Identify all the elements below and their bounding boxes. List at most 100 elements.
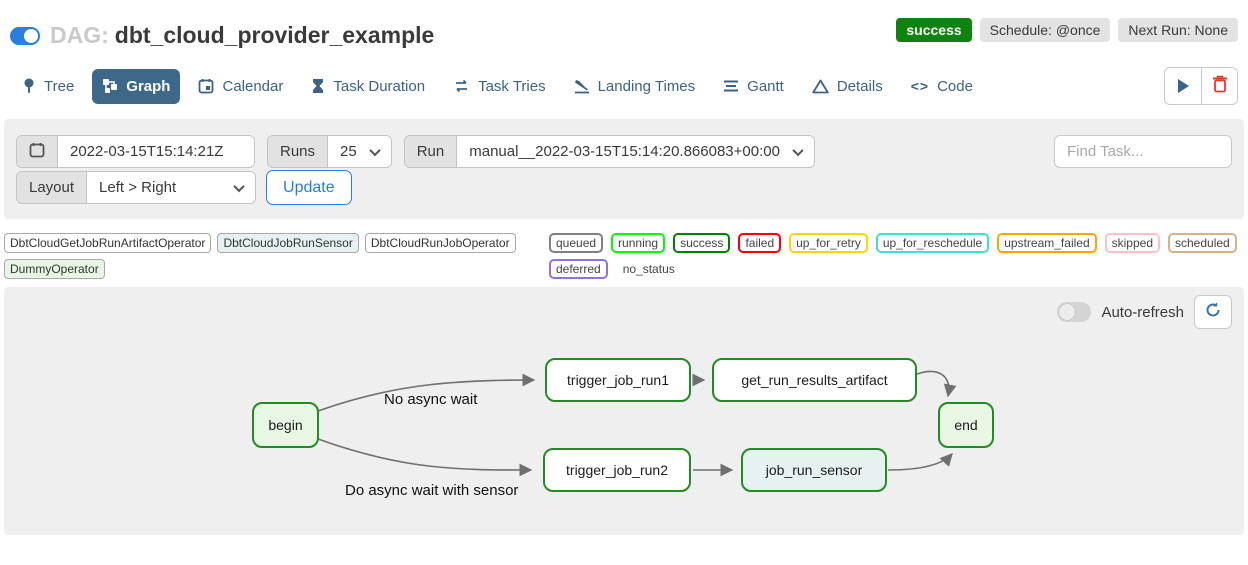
view-tabs: Tree Graph Calendar Task Duration Task T… bbox=[12, 68, 983, 104]
status-badge-deferred[interactable]: deferred bbox=[549, 259, 608, 279]
calendar-icon bbox=[198, 78, 214, 94]
run-value: manual__2022-03-15T15:14:20.866083+00:00 bbox=[469, 143, 780, 160]
run-label: Run bbox=[404, 136, 458, 167]
runs-group: Runs 25 bbox=[267, 135, 392, 168]
layout-group: Layout Left > Right bbox=[16, 171, 257, 204]
layout-value: Left > Right bbox=[99, 179, 177, 196]
edge-begin-to-trigger1 bbox=[317, 373, 536, 412]
refresh-button[interactable] bbox=[1194, 295, 1232, 329]
tab-label: Task Tries bbox=[478, 77, 546, 95]
page-title: DAG:dbt_cloud_provider_example bbox=[50, 22, 434, 49]
repeat-icon bbox=[453, 78, 470, 94]
status-badge-queued[interactable]: queued bbox=[549, 233, 604, 253]
edge-artifact-to-end bbox=[916, 370, 957, 398]
status-badge-success[interactable]: success bbox=[673, 233, 731, 253]
task-node-trigger-job-run1[interactable]: trigger_job_run1 bbox=[545, 358, 691, 402]
plane-landing-icon bbox=[574, 78, 590, 94]
run-group: Run manual__2022-03-15T15:14:20.866083+0… bbox=[403, 135, 815, 168]
triangle-icon bbox=[812, 79, 829, 94]
hourglass-icon bbox=[311, 78, 325, 94]
tab-label: Details bbox=[836, 77, 883, 95]
toggle-knob bbox=[24, 28, 38, 43]
tab-gantt[interactable]: Gantt bbox=[713, 69, 794, 104]
calendar-icon bbox=[29, 142, 45, 162]
find-task-input[interactable] bbox=[1054, 135, 1232, 168]
pin-icon bbox=[22, 78, 36, 94]
status-badge-scheduled[interactable]: scheduled bbox=[1168, 233, 1237, 253]
header-badges: success Schedule: @once Next Run: None bbox=[896, 17, 1238, 42]
task-node-begin[interactable]: begin bbox=[252, 402, 319, 448]
update-button[interactable]: Update bbox=[266, 170, 352, 205]
toggle-knob bbox=[1059, 304, 1076, 320]
status-badge-up-for-reschedule[interactable]: up_for_reschedule bbox=[875, 233, 990, 253]
tab-label: Landing Times bbox=[597, 77, 696, 95]
tab-label: Calendar bbox=[222, 77, 284, 95]
status-legend: queued running success failed up_for_ret… bbox=[549, 233, 1244, 279]
status-badge-failed[interactable]: failed bbox=[738, 233, 782, 253]
operator-badge: DummyOperator bbox=[4, 259, 105, 279]
status-badge-no-status[interactable]: no_status bbox=[622, 262, 675, 276]
runs-label: Runs bbox=[268, 136, 329, 167]
trash-icon bbox=[1212, 75, 1228, 98]
run-select[interactable]: manual__2022-03-15T15:14:20.866083+00:00 bbox=[457, 136, 814, 167]
tab-code[interactable]: <> Code bbox=[901, 69, 983, 104]
layout-label: Layout bbox=[17, 172, 88, 203]
code-icon: <> bbox=[910, 78, 930, 94]
operator-badge: DbtCloudRunJobOperator bbox=[364, 233, 516, 253]
tab-calendar[interactable]: Calendar bbox=[188, 69, 293, 104]
tab-label: Task Duration bbox=[333, 77, 426, 95]
base-date-group bbox=[16, 135, 255, 168]
status-badge-running[interactable]: running bbox=[611, 233, 666, 253]
legend: DbtCloudGetJobRunArtifactOperator DbtClo… bbox=[0, 219, 1248, 279]
runs-count-value: 25 bbox=[340, 143, 357, 160]
task-node-get-run-results-artifact[interactable]: get_run_results_artifact bbox=[712, 358, 917, 402]
task-node-job-run-sensor[interactable]: job_run_sensor bbox=[741, 448, 887, 492]
dag-graph-panel: Auto-refresh begin trigger_job_run1 get_… bbox=[4, 287, 1244, 535]
tab-task-tries[interactable]: Task Tries bbox=[443, 69, 556, 104]
delete-dag-button[interactable] bbox=[1201, 68, 1237, 104]
status-badge-skipped[interactable]: skipped bbox=[1104, 233, 1160, 253]
calendar-picker-button[interactable] bbox=[17, 136, 58, 167]
view-tabbar: Tree Graph Calendar Task Duration Task T… bbox=[0, 59, 1248, 115]
edge-begin-to-trigger2 bbox=[317, 438, 533, 477]
runs-count-select[interactable]: 25 bbox=[328, 136, 391, 167]
tab-label: Tree bbox=[44, 77, 75, 95]
tab-graph[interactable]: Graph bbox=[92, 68, 181, 104]
filter-row-1: Runs 25 Run manual__2022-03-15T15:14:20.… bbox=[16, 135, 1232, 168]
status-badge-up-for-retry[interactable]: up_for_retry bbox=[789, 233, 868, 253]
dag-pause-toggle[interactable] bbox=[10, 26, 40, 45]
auto-refresh-toggle[interactable] bbox=[1057, 302, 1092, 322]
auto-refresh-label: Auto-refresh bbox=[1101, 303, 1184, 321]
status-badge: success bbox=[896, 17, 972, 42]
tab-label: Code bbox=[937, 77, 973, 95]
dag-edges bbox=[317, 370, 957, 477]
task-node-end[interactable]: end bbox=[938, 402, 994, 448]
chevron-down-icon bbox=[792, 144, 804, 156]
tab-tree[interactable]: Tree bbox=[12, 69, 84, 104]
tab-label: Graph bbox=[126, 77, 171, 95]
status-badge-upstream-failed[interactable]: upstream_failed bbox=[997, 233, 1097, 253]
edge-sensor-to-end bbox=[887, 453, 953, 471]
trigger-dag-button[interactable] bbox=[1165, 68, 1201, 104]
operator-legend: DbtCloudGetJobRunArtifactOperator DbtClo… bbox=[4, 233, 549, 279]
graph-icon bbox=[102, 78, 118, 94]
gantt-icon bbox=[723, 79, 739, 93]
dag-header: DAG:dbt_cloud_provider_example success S… bbox=[0, 0, 1248, 59]
layout-select[interactable]: Left > Right bbox=[87, 172, 256, 203]
operator-badge: DbtCloudGetJobRunArtifactOperator bbox=[4, 233, 212, 253]
tab-details[interactable]: Details bbox=[802, 69, 893, 104]
schedule-badge[interactable]: Schedule: @once bbox=[979, 17, 1111, 42]
play-icon bbox=[1177, 79, 1189, 93]
task-node-trigger-job-run2[interactable]: trigger_job_run2 bbox=[543, 448, 691, 492]
tab-label: Gantt bbox=[747, 77, 784, 95]
dag-prefix-label: DAG: bbox=[50, 22, 109, 48]
dag-actions bbox=[1164, 67, 1238, 105]
base-date-input[interactable] bbox=[58, 136, 254, 167]
dag-name: dbt_cloud_provider_example bbox=[114, 22, 435, 48]
chevron-down-icon bbox=[369, 144, 381, 156]
filter-row-2: Layout Left > Right Update bbox=[16, 170, 1232, 205]
refresh-icon bbox=[1204, 301, 1222, 324]
filter-panel: Runs 25 Run manual__2022-03-15T15:14:20.… bbox=[4, 119, 1244, 219]
tab-landing-times[interactable]: Landing Times bbox=[564, 69, 706, 104]
tab-task-duration[interactable]: Task Duration bbox=[301, 69, 435, 104]
